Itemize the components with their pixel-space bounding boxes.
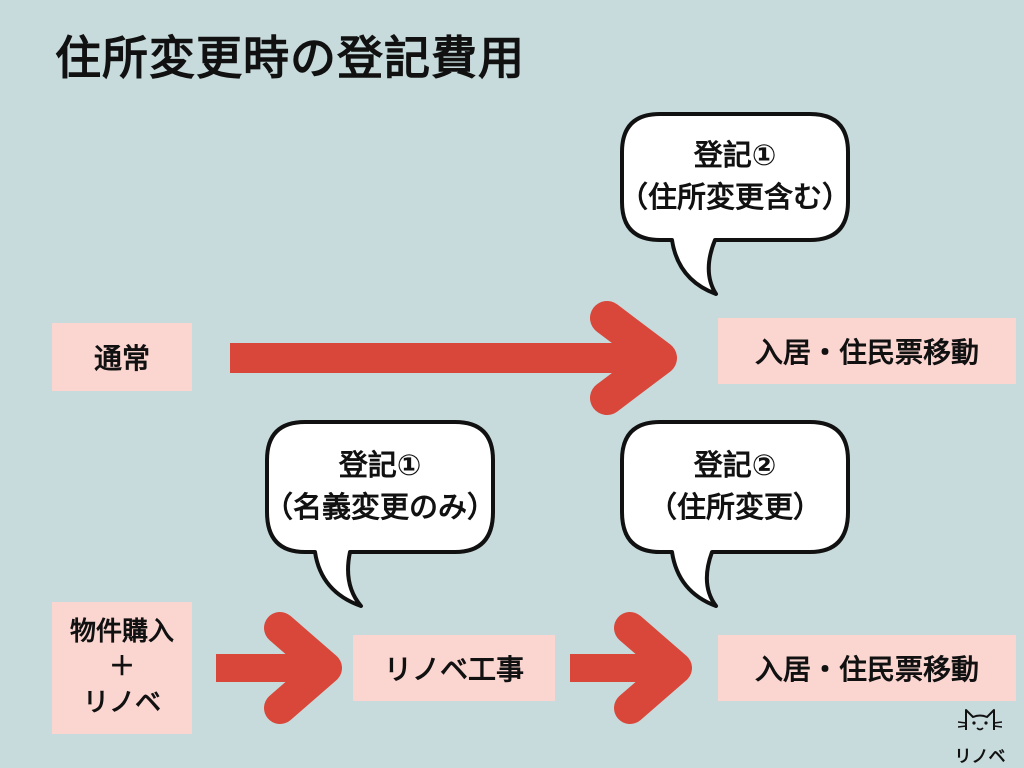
node-normal-label: 通常 <box>93 342 150 375</box>
node-purchase-line-3: リノベ <box>82 687 161 718</box>
node-move-in-top: 入居・住民票移動 <box>718 318 1016 384</box>
speech-bubble-shape <box>265 420 495 608</box>
logo-text: リノベ <box>954 747 1006 767</box>
node-move-in-top-label: 入居・住民票移動 <box>754 336 979 369</box>
node-normal: 通常 <box>52 323 192 391</box>
bubble-top-line-2: （住所変更含む） <box>619 180 852 215</box>
logo: リノベ <box>948 700 1012 767</box>
speech-bubble-registration-bottom-left: 登記① （名義変更のみ） <box>264 420 497 610</box>
cat-icon <box>958 709 1002 731</box>
bubble-bottom-right-line-1: 登記② <box>693 448 777 482</box>
node-renovation: リノベ工事 <box>353 635 555 701</box>
node-move-in-bottom-label: 入居・住民票移動 <box>754 653 979 686</box>
speech-bubble-registration-bottom-right: 登記② （住所変更） <box>620 420 850 610</box>
speech-bubble-registration-top: 登記① （住所変更含む） <box>619 112 852 302</box>
node-move-in-bottom: 入居・住民票移動 <box>718 635 1016 701</box>
bubble-top-line-1: 登記① <box>693 138 777 172</box>
node-renovation-label: リノベ工事 <box>383 653 524 686</box>
node-purchase-line-1: 物件購入 <box>69 617 174 648</box>
node-purchase-line-2: ＋ <box>108 652 135 683</box>
bubble-bottom-left-line-2: （名義変更のみ） <box>264 490 497 525</box>
bubble-bottom-left-line-1: 登記① <box>338 448 422 482</box>
speech-bubble-shape <box>620 112 850 296</box>
speech-bubble-shape <box>620 420 850 608</box>
page-title: 住所変更時の登記費用 <box>55 31 525 85</box>
bubble-bottom-right-line-2: （住所変更） <box>647 490 822 525</box>
node-purchase-renovation: 物件購入 ＋ リノベ <box>52 602 192 734</box>
